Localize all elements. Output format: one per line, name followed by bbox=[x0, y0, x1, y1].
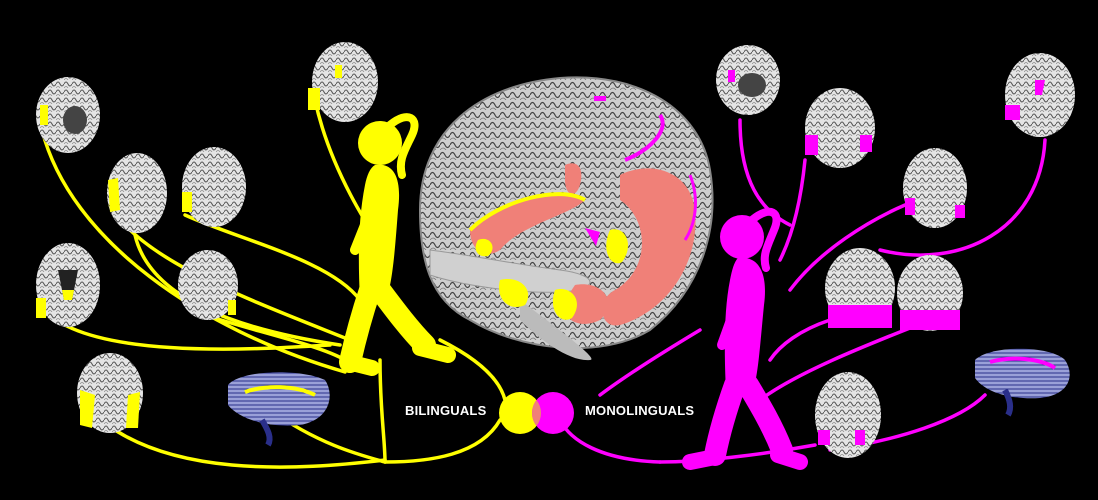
brain-slice-icon bbox=[182, 147, 246, 227]
walking-woman-icon bbox=[682, 207, 808, 470]
brain-slice-icon bbox=[77, 353, 143, 433]
monolingual-slices bbox=[716, 45, 1075, 458]
bilingual-slices bbox=[36, 42, 378, 447]
venn-diagram-icon bbox=[499, 392, 574, 434]
brain-slice-icon bbox=[107, 153, 167, 233]
brain-slice-icon bbox=[1005, 53, 1075, 137]
sagittal-brain-icon bbox=[975, 348, 1070, 417]
brain-slice-icon bbox=[903, 148, 967, 228]
brain-slice-icon bbox=[897, 255, 963, 331]
brain-slice-icon bbox=[308, 42, 378, 122]
bilinguals-label: BILINGUALS bbox=[405, 403, 487, 418]
monolinguals-label: MONOLINGUALS bbox=[585, 403, 695, 418]
brain-slice-icon bbox=[36, 243, 100, 327]
walking-woman-icon bbox=[339, 113, 456, 376]
central-brain bbox=[418, 76, 714, 361]
brain-slice-icon bbox=[815, 372, 881, 458]
brain-slice-icon bbox=[36, 77, 100, 153]
sagittal-brain-icon bbox=[228, 372, 330, 447]
brain-slice-icon bbox=[825, 248, 895, 328]
brain-slice-icon bbox=[716, 45, 780, 115]
brain-slice-icon bbox=[805, 88, 875, 168]
brain-slice-icon bbox=[178, 250, 238, 320]
